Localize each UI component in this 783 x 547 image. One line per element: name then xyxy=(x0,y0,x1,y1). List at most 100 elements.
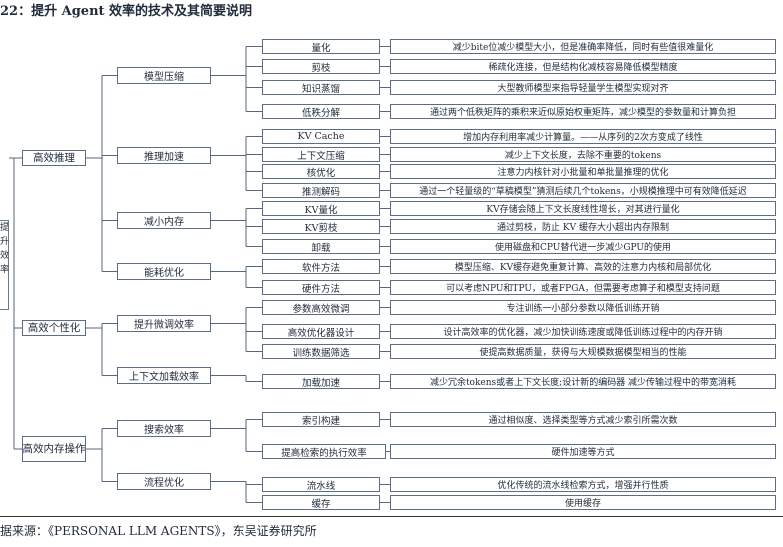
leaf-node: KV量化 xyxy=(262,201,380,216)
leaf-description-label: 注意力内核针对小批量和单批量推理的优化 xyxy=(497,168,669,178)
leaf-node-label: 知识蒸馏 xyxy=(301,83,340,95)
leaf-description: 专注训练一小部分参数以降低训练开销 xyxy=(390,300,776,315)
category-node: 流程优化 xyxy=(117,473,211,490)
leaf-description-label: 专注训练一小部分参数以降低训练开销 xyxy=(506,304,660,314)
leaf-node: KV Cache xyxy=(262,129,380,144)
leaf-description-label: 减少上下文长度，去除不重要的tokens xyxy=(504,151,662,161)
leaf-node: 加载加速 xyxy=(262,374,380,389)
leaf-description: 使用缓存 xyxy=(390,495,776,510)
leaf-description: 通过一个轻量级的“草稿模型”猜测后续几个tokens，小规模推理中可有效降低延迟 xyxy=(390,183,776,198)
leaf-node-label: 参数高效微调 xyxy=(292,303,350,315)
leaf-description: 增加内存利用率减少计算量。——从序列的2次方变成了线性 xyxy=(390,129,776,144)
leaf-description-label: 可以考虑NPU和TPU，或者FPGA，但需要考虑算子和模型支持问题 xyxy=(446,284,720,294)
group-node: 高效推理 xyxy=(22,150,86,166)
footer-rule xyxy=(0,516,783,517)
leaf-description-label: 稀疏化连接，但是结构化减枝容易降低模型精度 xyxy=(488,63,678,73)
leaf-description-label: 大型教师模型来指导轻量学生模型实现对齐 xyxy=(497,84,669,94)
category-node-label: 搜索效率 xyxy=(144,425,184,436)
leaf-node: 上下文压缩 xyxy=(262,147,380,162)
leaf-description-label: 设计高效率的优化器，减少加快训练速度或降低训练过程中的内存开销 xyxy=(443,328,723,338)
leaf-description: 减少上下文长度，去除不重要的tokens xyxy=(390,147,776,162)
leaf-description: 通过两个低秩矩阵的乘积来近似原始权重矩阵，减少模型的参数量和计算负担 xyxy=(390,104,776,119)
leaf-node: 软件方法 xyxy=(262,259,380,274)
leaf-node-label: 缓存 xyxy=(311,498,331,510)
leaf-node-label: 硬件方法 xyxy=(301,283,340,295)
leaf-description-label: 模型压缩、KV缓存避免重复计算、高效的注意力内核和局部优化 xyxy=(454,263,712,273)
leaf-description: 优化传统的流水线检索方式，增强并行性质 xyxy=(390,477,776,492)
leaf-description: 模型压缩、KV缓存避免重复计算、高效的注意力内核和局部优化 xyxy=(390,259,776,274)
leaf-node-label: 量化 xyxy=(311,42,331,54)
figure-title: 22：提升 Agent 效率的技术及其简要说明 xyxy=(0,4,253,19)
leaf-node: 提高检索的执行效率 xyxy=(262,444,386,459)
leaf-node: 量化 xyxy=(262,39,380,54)
leaf-node: 索引构建 xyxy=(262,412,380,427)
category-node: 推理加速 xyxy=(117,147,211,164)
leaf-description-label: 硬件加速等方式 xyxy=(551,448,615,458)
leaf-node-label: 训练数据筛选 xyxy=(292,347,350,359)
leaf-description: 设计高效率的优化器，减少加快训练速度或降低训练过程中的内存开销 xyxy=(390,324,776,339)
leaf-node: 知识蒸馏 xyxy=(262,80,380,95)
leaf-description-label: 通过两个低秩矩阵的乘积来近似原始权重矩阵，减少模型的参数量和计算负担 xyxy=(429,108,736,118)
leaf-node: 流水线 xyxy=(262,477,380,492)
category-node-label: 流程优化 xyxy=(144,478,184,489)
leaf-description: 减少bite位减少模型大小，但是准确率降低，同时有些值很难量化 xyxy=(390,39,776,54)
leaf-description-label: 使提高数据质量，获得与大规模数据模型相当的性能 xyxy=(479,348,687,358)
leaf-node: 卸载 xyxy=(262,239,380,254)
leaf-description: KV存储会随上下文长度线性增长，对其进行量化 xyxy=(390,201,776,216)
leaf-description-label: 减少bite位减少模型大小，但是准确率降低，同时有些值很难量化 xyxy=(452,43,714,53)
leaf-node-label: 索引构建 xyxy=(301,415,340,427)
leaf-node-label: 软件方法 xyxy=(301,262,340,274)
leaf-node-label: 高效优化器设计 xyxy=(287,327,355,339)
group-node: 高效个性化 xyxy=(22,320,86,336)
leaf-node: 训练数据筛选 xyxy=(262,344,380,359)
leaf-description-label: 减少冗余tokens或者上下文长度;设计新的编码器 减少传输过程中的带宽消耗 xyxy=(429,378,737,388)
leaf-node: 剪枝 xyxy=(262,59,380,74)
leaf-node: 缓存 xyxy=(262,495,380,510)
group-node-label: 高效内存操作 xyxy=(22,442,86,455)
leaf-description: 通过相似度、选择类型等方式减少索引所需次数 xyxy=(390,412,776,427)
leaf-description: 注意力内核针对小批量和单批量推理的优化 xyxy=(390,164,776,179)
leaf-node-label: KV剪枝 xyxy=(304,222,338,234)
category-node: 减小内存 xyxy=(117,212,211,229)
leaf-node: 核优化 xyxy=(262,164,380,179)
leaf-description-label: 增加内存利用率减少计算量。——从序列的2次方变成了线性 xyxy=(463,133,703,143)
leaf-node: 高效优化器设计 xyxy=(262,324,380,339)
leaf-node-label: 核优化 xyxy=(306,167,336,179)
category-node-label: 上下文加载效率 xyxy=(129,372,199,383)
leaf-description-label: 通过相似度、选择类型等方式减少索引所需次数 xyxy=(488,416,678,426)
group-node: 高效内存操作 xyxy=(22,436,86,462)
leaf-node: 硬件方法 xyxy=(262,280,380,295)
category-node-label: 推理加速 xyxy=(144,152,184,163)
source-note: 据来源：《PERSONAL LLM AGENTS》，东吴证券研究所 xyxy=(0,524,317,538)
leaf-node: KV剪枝 xyxy=(262,219,380,234)
category-node-label: 模型压缩 xyxy=(144,72,184,83)
leaf-description-label: 使用缓存 xyxy=(564,499,601,509)
leaf-node: 参数高效微调 xyxy=(262,300,380,315)
category-node: 提升微调效率 xyxy=(117,315,211,332)
group-node-label: 高效推理 xyxy=(33,151,75,164)
leaf-description: 可以考虑NPU和TPU，或者FPGA，但需要考虑算子和模型支持问题 xyxy=(390,280,776,295)
leaf-description: 使提高数据质量，获得与大规模数据模型相当的性能 xyxy=(390,344,776,359)
leaf-node: 低秩分解 xyxy=(262,104,380,119)
category-node: 模型压缩 xyxy=(117,67,211,84)
leaf-description-label: 通过一个轻量级的“草稿模型”猜测后续几个tokens，小规模推理中可有效降低延迟 xyxy=(419,187,747,197)
leaf-description: 减少冗余tokens或者上下文长度;设计新的编码器 减少传输过程中的带宽消耗 xyxy=(390,374,776,389)
category-node: 搜索效率 xyxy=(117,420,211,437)
leaf-node-label: 提高检索的执行效率 xyxy=(281,447,367,459)
leaf-description: 通过剪枝，防止 KV 缓存大小超出内存限制 xyxy=(390,219,776,234)
leaf-node-label: KV量化 xyxy=(304,204,338,216)
category-node-label: 能耗优化 xyxy=(144,268,184,279)
leaf-description: 稀疏化连接，但是结构化减枝容易降低模型精度 xyxy=(390,59,776,74)
leaf-node-label: 加载加速 xyxy=(301,377,340,389)
category-node: 能耗优化 xyxy=(117,263,211,280)
root-node-fragment: 提升效率 xyxy=(0,220,9,310)
leaf-node-label: 剪枝 xyxy=(311,62,331,74)
leaf-node-label: KV Cache xyxy=(297,131,345,142)
leaf-description: 大型教师模型来指导轻量学生模型实现对齐 xyxy=(390,80,776,95)
category-node-label: 提升微调效率 xyxy=(134,320,194,331)
leaf-node-label: 上下文压缩 xyxy=(297,150,345,162)
leaf-node-label: 流水线 xyxy=(306,480,336,492)
leaf-description-label: 优化传统的流水线检索方式，增强并行性质 xyxy=(497,481,669,491)
leaf-description-label: KV存储会随上下文长度线性增长，对其进行量化 xyxy=(486,205,680,215)
